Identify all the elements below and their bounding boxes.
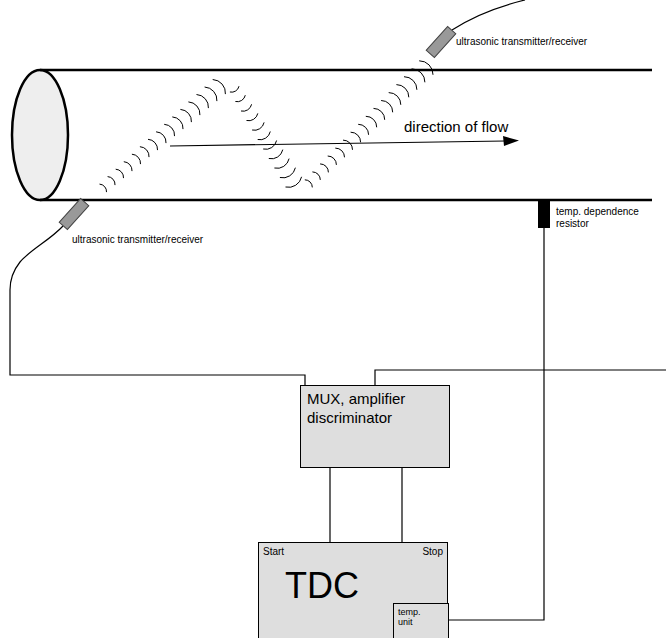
- wave-arc: [252, 122, 264, 130]
- signal-wire: [452, 0, 525, 30]
- wave-arc: [197, 95, 209, 109]
- signal-connector: [329, 468, 330, 542]
- node-title: TDC: [285, 565, 359, 607]
- wave-arc: [124, 162, 132, 171]
- transducer: [426, 26, 456, 57]
- sensor-wire: [448, 228, 544, 620]
- wave-arc: [205, 87, 217, 101]
- pipe-wall: [40, 199, 652, 202]
- port-label: Stop: [422, 546, 443, 557]
- wave-arc: [358, 124, 368, 135]
- flow-label: direction of flow: [404, 118, 508, 136]
- wave-arc: [280, 168, 296, 178]
- wave-arc: [269, 150, 283, 159]
- wave-arc: [328, 156, 337, 165]
- wave-arc: [148, 139, 158, 150]
- flow-arrowhead: [503, 136, 519, 146]
- signal-connector: [401, 468, 402, 542]
- resistor-symbol: [538, 199, 550, 228]
- part-label: ultrasonic transmitter/receiver: [72, 234, 203, 246]
- wave-arc: [381, 101, 393, 113]
- wave-arc: [116, 169, 124, 178]
- wave-arc: [286, 177, 302, 188]
- wave-arc: [320, 164, 328, 173]
- wave-arc: [419, 61, 433, 75]
- mux-box: MUX, amplifier discriminator: [300, 385, 450, 468]
- wave-arc: [343, 140, 353, 150]
- tdc-box: Start StopTDC temp. unit: [258, 542, 448, 638]
- wave-arc: [305, 180, 313, 188]
- temp-unit-box: temp. unit: [393, 603, 449, 638]
- wave-arc: [235, 95, 245, 102]
- wave-arc: [312, 172, 320, 180]
- wave-arc: [335, 148, 344, 157]
- pipe-end: [12, 70, 68, 200]
- wave-arc: [374, 108, 385, 119]
- transducer: [59, 198, 89, 229]
- node-text: temp. unit: [394, 604, 434, 631]
- wave-arc: [132, 154, 141, 164]
- flow-arrow: [170, 141, 505, 146]
- wave-arc: [156, 132, 166, 143]
- wave-arc: [180, 109, 191, 122]
- wave-arc: [140, 147, 149, 157]
- wave-arc: [230, 86, 239, 92]
- part-label: temp. dependence resistor: [556, 206, 656, 230]
- part-label: ultrasonic transmitter/receiver: [456, 36, 587, 48]
- wave-arc: [164, 124, 174, 136]
- wave-arc: [247, 113, 258, 120]
- wave-arc: [396, 85, 408, 98]
- wave-arc: [404, 77, 417, 90]
- wave-arc: [213, 80, 226, 95]
- wave-arc: [389, 93, 401, 105]
- wave-arc: [258, 132, 271, 140]
- wave-arc: [108, 177, 115, 186]
- node-text: MUX, amplifier discriminator: [301, 386, 449, 432]
- port-label: Start: [263, 546, 284, 557]
- wave-arc: [366, 116, 377, 127]
- wave-arc: [241, 104, 252, 111]
- wave-arc: [172, 117, 183, 129]
- signal-wire: [375, 370, 666, 385]
- wave-arc: [274, 159, 289, 169]
- signal-wire: [10, 226, 305, 385]
- wave-arc: [412, 69, 425, 83]
- pipe-wall: [40, 69, 652, 72]
- ultrasonic-waves: [100, 61, 434, 192]
- wave-arc: [100, 184, 107, 192]
- wave-arc: [351, 132, 361, 142]
- wave-arc: [188, 102, 200, 115]
